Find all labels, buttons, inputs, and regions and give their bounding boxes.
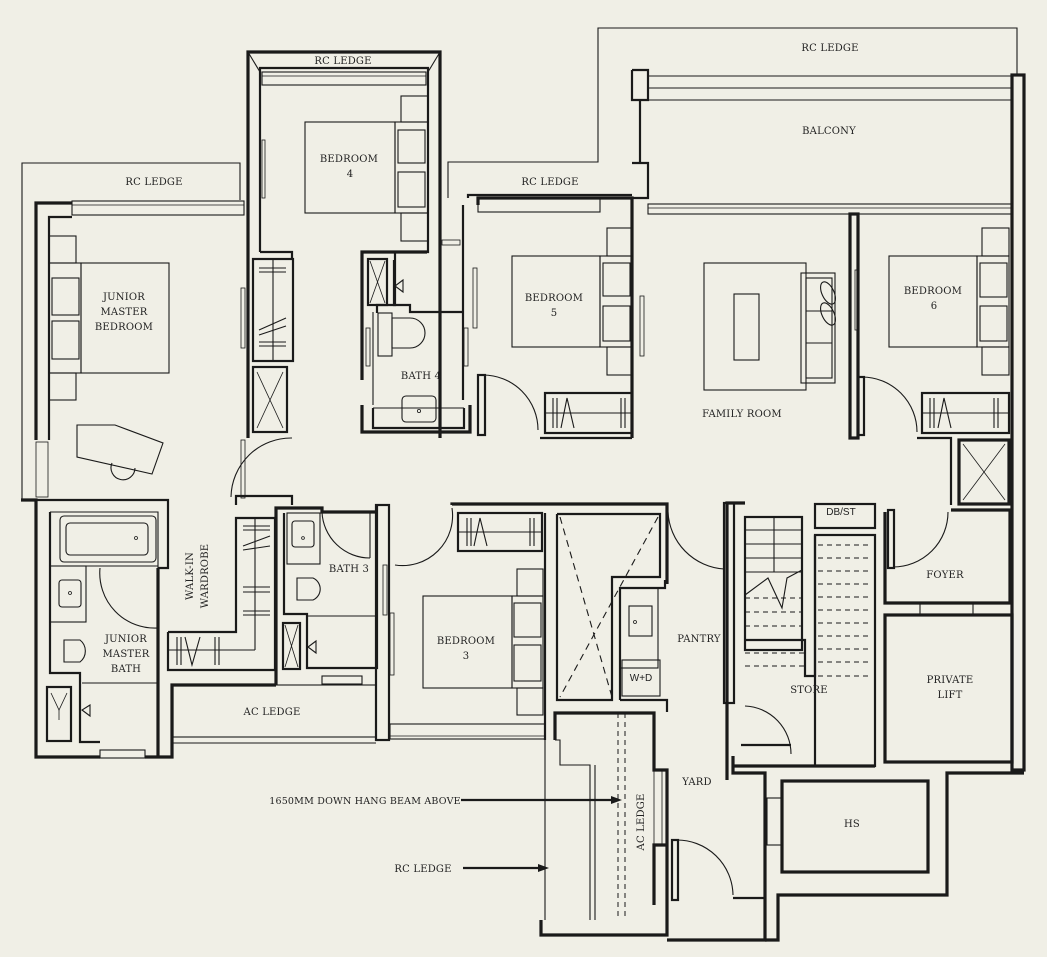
label-store: STORE: [790, 685, 828, 696]
label-bath-4: BATH 4: [401, 371, 441, 382]
store-staircase: [725, 501, 877, 780]
label-ac-ledge-bottom: AC LEDGE: [243, 707, 301, 718]
label-pantry: PANTRY: [677, 634, 721, 645]
room-labels: RC LEDGE RC LEDGE RC LEDGE RC LEDGE BALC…: [95, 43, 974, 875]
label-bedroom-5-number: 5: [551, 308, 558, 319]
label-yard: YARD: [681, 777, 711, 788]
label-junior-master-bath-1: JUNIOR: [104, 634, 147, 645]
junior-master-bath-walls: [21, 437, 294, 759]
annotation-rc-ledge: RC LEDGE: [394, 864, 451, 875]
label-hs: HS: [844, 819, 860, 830]
label-junior-master-bedroom-3: BEDROOM: [95, 322, 153, 333]
outer-right-walls: [466, 68, 1026, 772]
label-junior-master-bath-2: MASTER: [102, 649, 149, 660]
label-bedroom-5: BEDROOM: [525, 293, 583, 304]
label-private-lift-2: LIFT: [938, 690, 963, 701]
bath-4-walls: [360, 205, 472, 434]
label-db-st: DB/ST: [826, 507, 855, 518]
label-rc-ledge-top-right: RC LEDGE: [801, 43, 858, 54]
label-ac-ledge-vertical: AC LEDGE: [636, 794, 647, 852]
label-rc-ledge-bedroom5: RC LEDGE: [521, 177, 578, 188]
family-room-furniture: [703, 262, 860, 391]
annotation-arrows: [461, 796, 622, 872]
label-junior-master-bedroom-2: MASTER: [100, 307, 147, 318]
label-balcony: BALCONY: [802, 126, 856, 137]
label-private-lift-1: PRIVATE: [927, 675, 974, 686]
label-foyer: FOYER: [926, 570, 964, 581]
label-bedroom-3-number: 3: [463, 651, 470, 662]
bedroom-3-walls: [382, 502, 669, 740]
ac-ledge-bottom: [172, 503, 391, 744]
label-w-d: W+D: [630, 673, 653, 684]
label-walk-in-wardrobe-2: WARDROBE: [200, 544, 211, 609]
bedroom-5-walls: [472, 227, 645, 440]
junior-master-bedroom-walls: [34, 200, 246, 499]
label-junior-master-bedroom-1: JUNIOR: [102, 292, 145, 303]
label-bedroom-6: BEDROOM: [904, 286, 962, 297]
label-walk-in-wardrobe: WALK-IN WARDROBE: [185, 544, 211, 609]
label-junior-master-bath-3: BATH: [111, 664, 141, 675]
label-bedroom-6-number: 6: [931, 301, 938, 312]
label-family-room: FAMILY ROOM: [702, 409, 782, 420]
label-walk-in-wardrobe-1: WALK-IN: [185, 552, 196, 600]
ac-ledge-vertical: [539, 711, 669, 937]
label-rc-ledge-bedroom4: RC LEDGE: [314, 56, 371, 67]
label-bath-3: BATH 3: [329, 564, 369, 575]
label-bedroom-4: BEDROOM: [320, 154, 378, 165]
label-rc-ledge-left: RC LEDGE: [125, 177, 182, 188]
bedroom-6-walls: [856, 227, 1011, 506]
label-bedroom-4-number: 4: [347, 169, 354, 180]
bath-3-walls: [274, 505, 379, 685]
label-bedroom-3: BEDROOM: [437, 636, 495, 647]
annotation-beam: 1650MM DOWN HANG BEAM ABOVE: [269, 796, 461, 807]
yard-hs: [667, 756, 1024, 942]
foyer-lift: [883, 508, 1014, 764]
rc-ledges: [21, 27, 1018, 500]
